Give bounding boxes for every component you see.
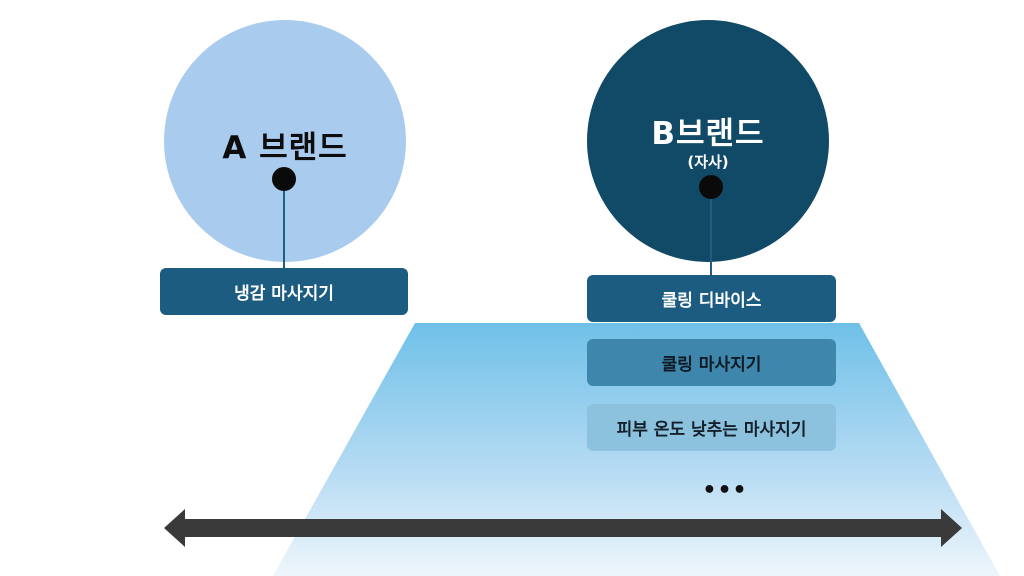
brand-b-item-cooling-device: 쿨링 디바이스 bbox=[587, 275, 836, 322]
double-arrow-icon bbox=[164, 509, 962, 547]
brand-b-connector-line bbox=[710, 199, 712, 275]
brand-b-item-skin-temp-massager: 피부 온도 낮추는 마사지기 bbox=[587, 404, 836, 451]
brand-a-marker-dot bbox=[272, 167, 296, 191]
brand-a-title: A 브랜드 bbox=[222, 130, 348, 166]
brand-b-item-cooling-massager: 쿨링 마사지기 bbox=[587, 339, 836, 386]
brand-a-item: 냉감 마사지기 bbox=[160, 268, 408, 315]
brand-b-marker-dot bbox=[699, 175, 723, 199]
brand-a-connector-line bbox=[283, 191, 285, 268]
brand-b-subtitle: (자사) bbox=[687, 153, 729, 171]
brand-b-title: B브랜드 bbox=[651, 116, 765, 152]
brand-b-circle: B브랜드 (자사) bbox=[587, 20, 829, 262]
brand-a-circle: A 브랜드 bbox=[164, 20, 406, 262]
more-items-ellipsis: ••• bbox=[702, 478, 748, 503]
